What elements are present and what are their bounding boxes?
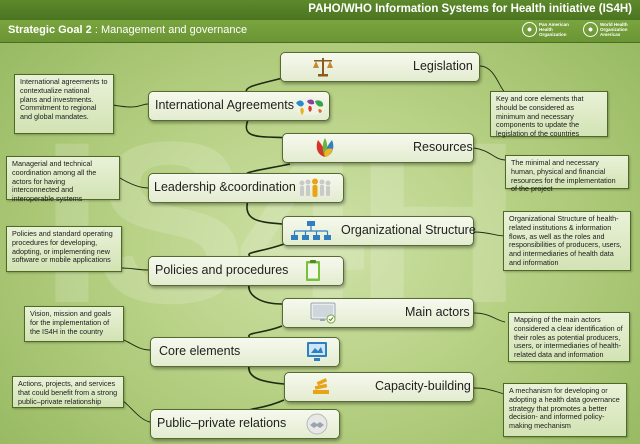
- note-international-agreements: International agreements to contextualiz…: [14, 74, 114, 134]
- note-policies: Policies and standard operating procedur…: [6, 226, 122, 272]
- node-leadership-coordination[interactable]: Leadership &coordination: [148, 173, 344, 203]
- node-label: Main actors: [405, 305, 470, 319]
- node-public-private-relations[interactable]: Public–private relations: [150, 409, 340, 439]
- node-resources[interactable]: Resources: [282, 133, 474, 163]
- node-capacity-building[interactable]: Capacity-building: [284, 372, 474, 402]
- clipboard-icon: [306, 260, 320, 281]
- title-bar: PAHO/WHO Information Systems for Health …: [0, 0, 640, 20]
- node-label: Legislation: [413, 59, 473, 73]
- goal-bar: Strategic Goal 2 : Management and govern…: [0, 20, 640, 43]
- node-label: Public–private relations: [157, 416, 287, 430]
- note-leadership: Managerial and technical coordination am…: [6, 156, 120, 203]
- goal-prefix: Strategic Goal 2: [8, 24, 92, 36]
- node-organizational-structure[interactable]: Organizational Structure: [282, 216, 476, 246]
- node-policies-procedures[interactable]: Policies and procedures: [148, 256, 344, 286]
- node-legislation[interactable]: Legislation: [280, 52, 480, 82]
- note-legislation: Key and core elements that should be con…: [490, 91, 608, 138]
- node-label: Organizational Structure: [341, 223, 476, 237]
- stack-icon: [313, 378, 329, 394]
- world-map-icon: [294, 97, 326, 115]
- goal-separator: :: [91, 24, 101, 36]
- logos: Pan American Health Organization World H…: [522, 22, 634, 37]
- leaves-icon: [316, 138, 334, 157]
- note-capacity-building: A mechanism for developing or adopting a…: [503, 383, 627, 437]
- node-main-actors[interactable]: Main actors: [282, 298, 474, 328]
- page-title: PAHO/WHO Information Systems for Health …: [308, 3, 632, 15]
- who-logo: World Health Organization Americas: [583, 22, 634, 37]
- monitor-icon: [310, 302, 336, 324]
- note-main-actors: Mapping of the main actors considered a …: [508, 312, 630, 362]
- handshake-icon: [306, 413, 328, 435]
- node-label: Policies and procedures: [155, 263, 289, 277]
- strategic-goal: Strategic Goal 2 : Management and govern…: [8, 24, 247, 36]
- note-core-elements: Vision, mission and goals for the implem…: [24, 306, 124, 342]
- node-label: Resources: [413, 140, 473, 154]
- paho-logo: Pan American Health Organization: [522, 22, 573, 37]
- node-label: Core elements: [159, 344, 241, 358]
- goal-text: Management and governance: [100, 24, 248, 36]
- scales-icon: [313, 58, 333, 77]
- note-resources: The minimal and necessary human, physica…: [505, 155, 629, 193]
- org-chart-icon: [291, 221, 331, 240]
- note-organizational-structure: Organizational Structure of health-relat…: [503, 211, 631, 271]
- screen-icon: [307, 342, 327, 361]
- node-label: Leadership &coordination: [154, 180, 296, 194]
- people-icon: [299, 178, 331, 197]
- node-core-elements[interactable]: Core elements: [150, 337, 340, 367]
- note-public-private-relations: Actions, projects, and services that cou…: [12, 376, 124, 408]
- node-label: International Agreements: [155, 98, 294, 112]
- node-international-agreements[interactable]: International Agreements: [148, 91, 330, 121]
- node-label: Capacity-building: [375, 379, 471, 393]
